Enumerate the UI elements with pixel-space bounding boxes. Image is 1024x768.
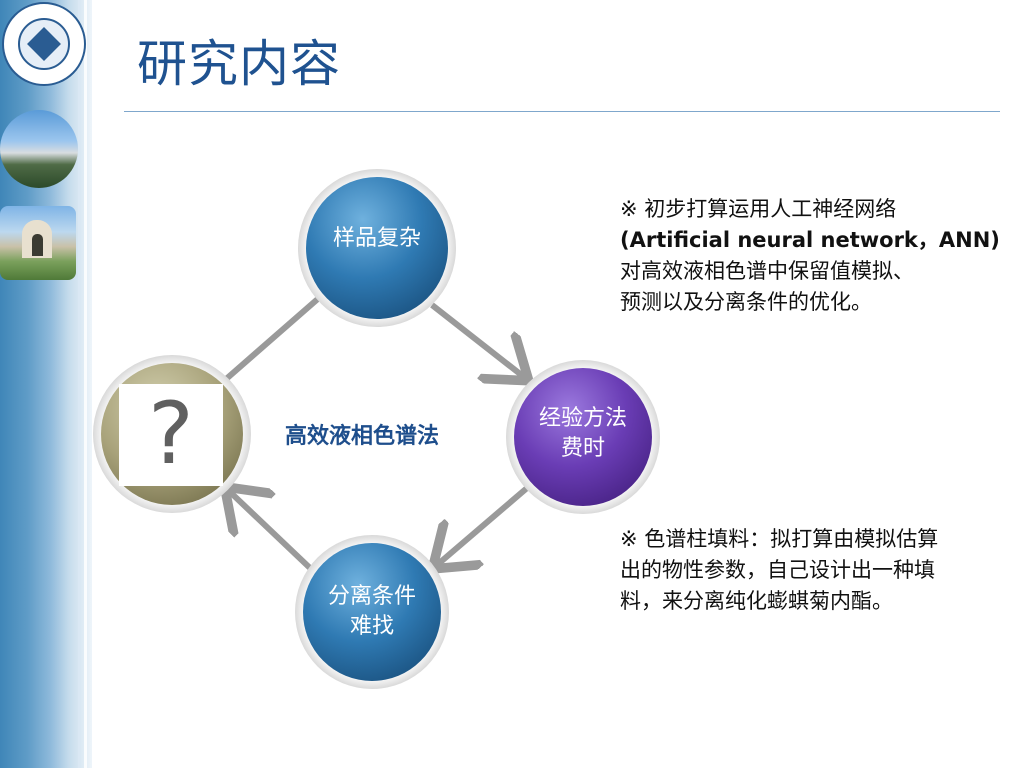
node-top: [306, 177, 448, 319]
note-ann-line-2: (Artificial neural network，ANN): [620, 228, 1000, 252]
center-label: 高效液相色谱法: [285, 424, 440, 449]
node-right-text-1: 经验方法: [538, 406, 627, 431]
note-ann-line-4: 预测以及分离条件的优化。: [620, 290, 872, 314]
node-bottom: [303, 543, 441, 681]
node-right: [514, 368, 652, 506]
node-bottom-text-2: 难找: [349, 614, 394, 639]
note-packing: ※ 色谱柱填料：拟打算由模拟估算 出的物性参数，自己设计出一种填 料，来分离纯化…: [620, 524, 1020, 617]
gate-opening: [32, 234, 43, 256]
node-bottom-label: 分离条件 难找: [302, 582, 442, 642]
campus-gate-photo: [0, 206, 76, 280]
node-right-text-2: 费时: [560, 436, 605, 461]
note-ann: ※ 初步打算运用人工神经网络 (Artificial neural networ…: [620, 194, 1020, 318]
node-top-label: 样品复杂: [307, 224, 447, 254]
node-top-text: 样品复杂: [332, 226, 421, 251]
node-right-label: 经验方法 费时: [513, 404, 653, 464]
note-packing-line-3: 料，来分离纯化蟛蜞菊内酯。: [620, 589, 893, 613]
title-divider: [124, 111, 1000, 112]
band-stripe: [84, 0, 87, 768]
note-packing-line-2: 出的物性参数，自己设计出一种填: [620, 558, 935, 582]
question-mark-icon: ?: [119, 384, 223, 486]
arrow-top-right: [430, 302, 524, 377]
university-logo: [2, 2, 86, 86]
page-title: 研究内容: [137, 35, 341, 93]
note-ann-line-3: 对高效液相色谱中保留值模拟、: [620, 259, 914, 283]
arrow-bottom-left: [229, 491, 313, 571]
arrow-right-bottom: [437, 485, 529, 565]
note-ann-line-1: ※ 初步打算运用人工神经网络: [620, 197, 897, 221]
connector-left-top: [223, 294, 322, 383]
note-packing-line-1: ※ 色谱柱填料：拟打算由模拟估算: [620, 527, 939, 551]
node-bottom-text-1: 分离条件: [327, 584, 416, 609]
band-stripe: [78, 0, 80, 768]
campus-lake-photo: [0, 110, 78, 188]
logo-emblem: [18, 18, 70, 70]
